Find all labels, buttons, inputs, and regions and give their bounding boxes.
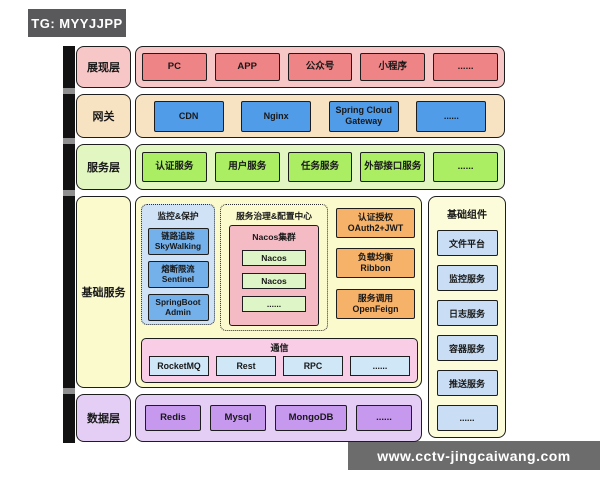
watermark-bottom-right: www.cctv-jingcaiwang.com — [348, 441, 600, 470]
component-container-service: 容器服务 — [436, 335, 498, 361]
gateway-item-nginx: Nginx — [241, 100, 312, 132]
service-item-task: 任务服务 — [287, 152, 353, 182]
nacos-node-2: Nacos — [242, 273, 306, 289]
data-item-redis: Redis — [145, 405, 201, 431]
spine-gap — [63, 88, 75, 94]
communication-title: 通信 — [270, 343, 289, 353]
presentation-item-more: ...... — [433, 53, 498, 81]
service-item-external-api: 外部接口服务 — [360, 152, 426, 182]
layer-label-data: 数据层 — [76, 394, 131, 442]
gateway-item-spring-cloud-gateway: Spring Cloud Gateway — [328, 100, 399, 132]
nacos-node-more: ...... — [242, 296, 306, 312]
monitoring-item-skywalking: 链路追踪 SkyWalking — [147, 228, 209, 255]
base-services-lane: 监控&保护 链路追踪 SkyWalking 熔断限流 Sentinel Spri… — [135, 196, 422, 388]
monitoring-protection-group: 监控&保护 链路追踪 SkyWalking 熔断限流 Sentinel Spri… — [141, 204, 215, 325]
data-lane: Redis Mysql MongoDB ...... — [135, 394, 422, 442]
data-item-mongodb: MongoDB — [275, 405, 347, 431]
left-spine-bar — [63, 46, 75, 443]
spine-gap — [63, 138, 75, 144]
nacos-cluster-title: Nacos集群 — [252, 232, 296, 242]
gateway-item-cdn: CDN — [153, 100, 224, 132]
layer-label-presentation: 展现层 — [76, 46, 131, 88]
communication-item-rest: Rest — [216, 356, 276, 376]
middleware-openfeign: 服务调用 OpenFeign — [336, 289, 415, 319]
presentation-item-official-account: 公众号 — [287, 53, 353, 81]
presentation-item-app: APP — [214, 53, 280, 81]
nacos-cluster-box: Nacos集群 Nacos Nacos ...... — [229, 225, 319, 326]
communication-group: 通信 RocketMQ Rest RPC ...... — [141, 338, 418, 383]
service-item-more: ...... — [433, 152, 498, 182]
base-components-title: 基础组件 — [447, 210, 487, 221]
component-file-platform: 文件平台 — [436, 230, 498, 256]
monitoring-group-title: 监控&保护 — [157, 211, 199, 221]
component-push-service: 推送服务 — [436, 370, 498, 396]
service-item-user: 用户服务 — [214, 152, 280, 182]
presentation-lane: PC APP 公众号 小程序 ...... — [135, 46, 505, 88]
component-log-service: 日志服务 — [436, 300, 498, 326]
governance-config-group: 服务治理&配置中心 Nacos集群 Nacos Nacos ...... — [220, 204, 328, 331]
layer-label-service: 服务层 — [76, 144, 131, 190]
service-lane: 认证服务 用户服务 任务服务 外部接口服务 ...... — [135, 144, 505, 190]
monitoring-item-sentinel: 熔断限流 Sentinel — [147, 261, 209, 288]
data-item-mysql: Mysql — [210, 405, 266, 431]
communication-item-rpc: RPC — [283, 356, 343, 376]
component-more: ...... — [436, 405, 498, 431]
layer-label-base-services: 基础服务 — [76, 196, 131, 388]
communication-item-more: ...... — [350, 356, 410, 376]
layer-label-gateway: 网关 — [76, 94, 131, 138]
middleware-oauth2-jwt: 认证授权 OAuth2+JWT — [336, 208, 415, 238]
spine-gap — [63, 190, 75, 196]
gateway-lane: CDN Nginx Spring Cloud Gateway ...... — [135, 94, 505, 138]
data-item-more: ...... — [356, 405, 412, 431]
watermark-top-left: TG: MYYJJPP — [28, 9, 126, 37]
gateway-item-more: ...... — [416, 100, 487, 132]
governance-group-title: 服务治理&配置中心 — [236, 211, 312, 221]
presentation-item-mini-program: 小程序 — [360, 53, 426, 81]
monitoring-item-springboot-admin: SpringBoot Admin — [147, 294, 209, 321]
middleware-ribbon: 负载均衡 Ribbon — [336, 248, 415, 278]
service-item-auth: 认证服务 — [142, 152, 207, 182]
nacos-node-1: Nacos — [242, 250, 306, 266]
base-components-column: 基础组件 文件平台 监控服务 日志服务 容器服务 推送服务 ...... — [428, 196, 506, 438]
presentation-item-pc: PC — [142, 53, 207, 81]
spine-gap — [63, 388, 75, 394]
communication-item-rocketmq: RocketMQ — [149, 356, 209, 376]
component-monitor-service: 监控服务 — [436, 265, 498, 291]
